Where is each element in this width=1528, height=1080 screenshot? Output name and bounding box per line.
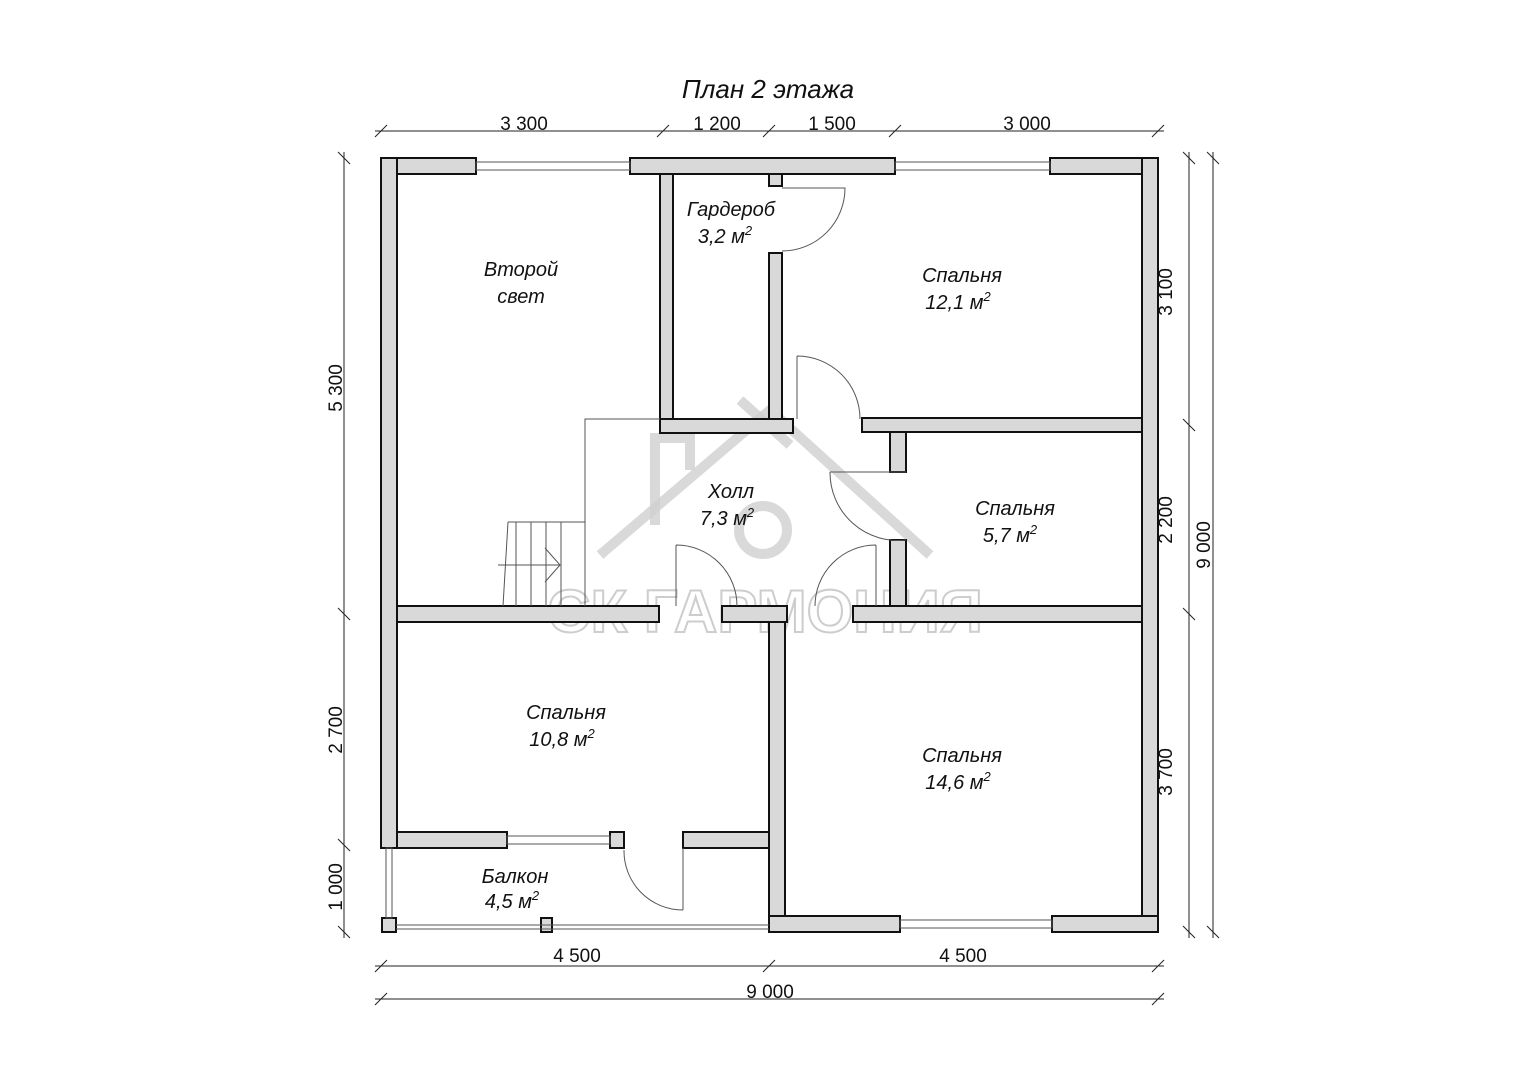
walls (380, 157, 1159, 933)
room-area: 14,6 м (925, 772, 983, 794)
dim-right-total: 9 000 (1194, 521, 1215, 569)
room-area: 3,2 м (698, 226, 745, 248)
svg-text:12,1 м2: 12,1 м2 (925, 289, 991, 314)
svg-text:3,2 м2: 3,2 м2 (698, 223, 753, 248)
windows-doors (385, 161, 1053, 930)
room-name: Гардероб (687, 199, 776, 221)
room-name-line2: свет (497, 286, 545, 308)
room-area: 7,3 м (700, 508, 747, 530)
svg-text:14,6 м2: 14,6 м2 (925, 769, 991, 794)
dim-left: 1 000 (326, 863, 347, 911)
dimension-labels: 3 300 1 200 1 500 3 000 4 500 4 500 9 00… (326, 114, 1215, 1003)
room-name: Балкон (482, 866, 549, 888)
dimension-lines (337, 124, 1220, 1006)
room-labels: Второй свет Гардероб 3,2 м2 Спальня 12,1… (482, 199, 1056, 913)
room-area: 10,8 м (529, 729, 587, 751)
room-area: 5,7 м (983, 525, 1030, 547)
room-name: Спальня (975, 498, 1055, 520)
dim-top: 3 000 (1003, 114, 1051, 135)
room-area: 4,5 м (485, 891, 532, 913)
svg-text:10,8 м2: 10,8 м2 (529, 726, 595, 751)
dim-bottom: 4 500 (553, 946, 601, 967)
dim-top: 1 500 (808, 114, 856, 135)
dim-right: 2 200 (1156, 496, 1177, 544)
dim-right: 3 100 (1156, 268, 1177, 316)
dim-left: 2 700 (326, 706, 347, 754)
room-name: Второй (484, 259, 558, 281)
dim-top: 1 200 (693, 114, 741, 135)
room-name: Спальня (922, 265, 1002, 287)
dim-top: 3 300 (500, 114, 548, 135)
room-name: Холл (707, 481, 754, 503)
svg-text:5,7 м2: 5,7 м2 (983, 522, 1038, 547)
dim-bottom: 4 500 (939, 946, 987, 967)
plan-title: План 2 этажа (682, 74, 854, 104)
dim-left: 5 300 (326, 364, 347, 412)
svg-text:7,3 м2: 7,3 м2 (700, 505, 755, 530)
dim-bottom-total: 9 000 (746, 982, 794, 1003)
dim-right: 3 700 (1156, 748, 1177, 796)
room-area: 12,1 м (925, 292, 983, 314)
room-name: Спальня (922, 745, 1002, 767)
svg-text:4,5 м2: 4,5 м2 (485, 888, 540, 913)
room-name: Спальня (526, 702, 606, 724)
